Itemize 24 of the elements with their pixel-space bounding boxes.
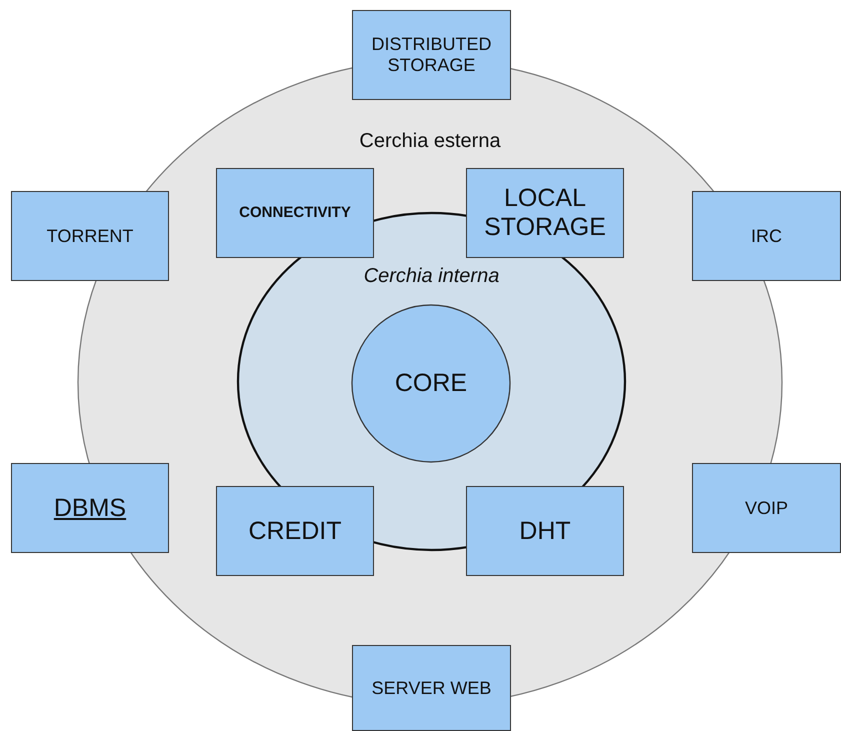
component-box xyxy=(352,645,511,731)
component-box xyxy=(216,486,374,576)
ring-label: Cerchia interna xyxy=(362,265,500,288)
component-label: DHT xyxy=(519,516,571,546)
component-box xyxy=(692,191,841,281)
component-box xyxy=(692,463,841,553)
component-box xyxy=(11,191,169,281)
core-circle xyxy=(352,305,510,462)
component-box xyxy=(466,168,624,258)
component-box xyxy=(216,168,374,258)
component-label: CONNECTIVITY xyxy=(239,204,351,222)
ring-label: Cerchia esterna xyxy=(358,130,502,153)
component-label: TORRENT xyxy=(46,226,134,246)
component-label: DISTRIBUTED STORAGE xyxy=(370,34,492,76)
component-label: CREDIT xyxy=(248,516,342,546)
component-label: DBMS xyxy=(54,494,126,522)
component-label: CORE xyxy=(394,368,468,398)
component-box xyxy=(466,486,624,576)
component-box xyxy=(11,463,169,553)
component-label: IRC xyxy=(751,226,782,246)
component-label: SERVER WEB xyxy=(372,678,492,698)
component-box xyxy=(352,10,511,100)
component-label: VOIP xyxy=(744,498,788,518)
component-label: LOCAL STORAGE xyxy=(483,184,607,242)
